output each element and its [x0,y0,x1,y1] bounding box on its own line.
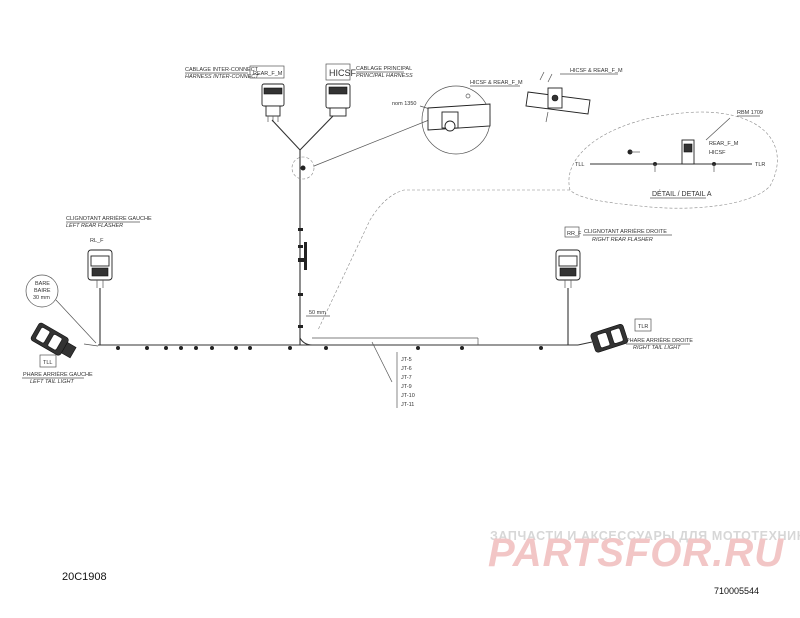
left-rear-flasher: CLIGNOTANT ARRIÈRE GAUCHE LEFT REAR FLAS… [66,215,152,345]
dim-1350: nom 1350 [392,101,416,107]
part-number: 710005544 [714,586,759,596]
bare-text-1: BARE [35,281,50,287]
left-flasher-label-en: LEFT REAR FLASHER [66,223,123,229]
main-harness-label-en: PRINCIPAL HARNESS [356,73,413,79]
drawing-code: 20C1908 [62,571,107,583]
left-tail-label-fr: PHARE ARRIÈRE GAUCHE [23,371,93,378]
watermark-brand: PARTSFOR.RU [488,531,784,575]
bare-callout: BARE BAIRE 30 mm [25,274,97,344]
left-flasher-label-fr: CLIGNOTANT ARRIÈRE GAUCHE [66,215,152,222]
inter-connect-label-fr: CABLAGE INTER-CONNECT [185,67,259,73]
jt-6: JT-6 [401,366,412,372]
left-tail-light: TLL PHARE ARRIÈRE GAUCHE LEFT TAIL LIGHT [22,322,99,385]
right-flasher-box-label: RR_F [567,231,582,237]
bare-text-3: 30 mm [33,295,50,301]
vertical-harness-clips [298,228,307,328]
horizontal-harness-clips [116,346,543,350]
detail-a-title: DÉTAIL / DETAIL A [652,189,712,198]
rbm-label: RBM 1709 [737,110,763,116]
clip-callout: HICSF & REAR_F_M nom 1350 [392,80,523,155]
detail-tll: TLL [575,162,584,168]
rear-f-m-top-label: REAR_F_M [253,71,283,77]
jt-7: JT-7 [401,375,412,381]
main-harness-label-fr: CABLAGE PRINCIPAL [356,66,412,72]
inter-connect-connector: CABLAGE INTER-CONNECT HARNESS INTER-CONN… [185,65,285,122]
dim-50mm: 50 mm [309,310,326,316]
left-tail-label-en: LEFT TAIL LIGHT [30,379,74,385]
detail-tlr: TLR [755,162,765,168]
tlr-box-label: TLR [638,324,648,330]
callout-label: HICSF & REAR_F_M [470,80,523,86]
hicsf-box-label: HICSF [329,68,357,78]
right-tail-light: TLR PHARE ARRIÈRE DROITE RIGHT TAIL LIGH… [577,318,693,353]
right-tail-label-fr: PHARE ARRIÈRE DROITE [626,337,693,344]
main-harness-connector: HICSF CABLAGE PRINCIPAL PRINCIPAL HARNES… [325,63,413,117]
right-tail-label-en: RIGHT TAIL LIGHT [633,345,681,351]
detail-a: RBM 1709 REAR_F_M HICSF TLL TLR DÉTAIL /… [568,110,778,209]
right-flasher-label-fr: CLIGNOTANT ARRIÈRE DROITE [584,228,667,235]
detail-hicsf: HICSF [709,150,726,156]
inter-connect-label-en: HARNESS INTER-CONNECT [185,74,259,80]
jt-5: JT-5 [401,357,412,363]
tll-box-label: TLL [43,360,52,366]
bare-text-2: BAIRE [34,288,51,294]
jt-11: JT-11 [401,402,414,408]
top-right-clip: HICSF & REAR_F_M [525,68,623,123]
jt-10: JT-10 [401,393,415,399]
rl-f-label: RL_F [90,238,104,244]
right-flasher-label-en: RIGHT REAR FLASHER [592,237,653,243]
watermark-tagline: ЗАПЧАСТИ И АКСЕССУАРЫ ДЛЯ МОТОТЕХНИКИ [490,529,800,543]
jt-9: JT-9 [401,384,412,390]
top-right-clip-label: HICSF & REAR_F_M [570,68,623,74]
right-rear-flasher: RR_F CLIGNOTANT ARRIÈRE DROITE RIGHT REA… [555,226,672,345]
detail-rear-f-m: REAR_F_M [709,141,739,147]
